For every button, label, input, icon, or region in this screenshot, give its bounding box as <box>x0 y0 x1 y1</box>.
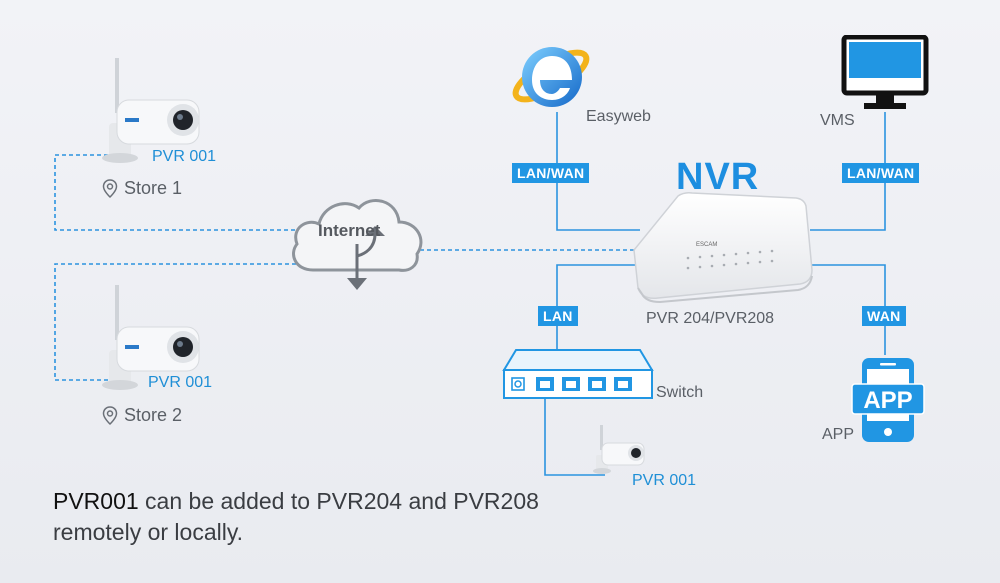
nvr-model-label: PVR 204/PVR208 <box>646 310 775 327</box>
footer-line-2: remotely or locally. <box>53 519 244 545</box>
vms-label: VMS <box>820 112 855 129</box>
switch-label: Switch <box>656 384 704 401</box>
location-pin-icon <box>102 178 118 198</box>
app-icon-text: APP <box>863 387 912 414</box>
internet-label: Internet <box>318 221 381 240</box>
app-link-tag: WAN <box>862 306 906 326</box>
camera-3 <box>593 425 645 474</box>
nvr-device: ESCAM <box>633 192 813 304</box>
camera-1-label: PVR 001 <box>152 148 217 165</box>
location-pin-icon <box>102 405 118 425</box>
camera-2-label: PVR 001 <box>148 374 213 391</box>
cloud-icon <box>292 199 423 290</box>
switch-camera-link <box>544 388 605 476</box>
browser-label: Easyweb <box>586 108 651 125</box>
camera-3-label: PVR 001 <box>632 472 697 489</box>
app-phone-icon: APP <box>851 358 925 442</box>
store-2-label: Store 2 <box>124 405 183 425</box>
vms-link-tag: LAN/WAN <box>842 163 920 183</box>
browser-icon <box>512 47 590 107</box>
footer-text: can be added to PVR204 and PVR208 <box>138 488 539 514</box>
monitor-icon <box>841 35 929 109</box>
store-2: Store 2 <box>102 405 182 426</box>
browser-link <box>556 112 640 231</box>
vms-link <box>810 112 886 231</box>
nvr-title: NVR <box>676 156 760 198</box>
camera-2 <box>102 285 200 390</box>
browser-link-tag: LAN/WAN <box>512 163 590 183</box>
app-label: APP <box>822 426 855 443</box>
footer-line-1: PVR001 can be added to PVR204 and PVR208 <box>53 486 539 517</box>
switch-icon <box>502 349 654 399</box>
footer-highlight: PVR001 <box>53 488 139 514</box>
switch-link-tag: LAN <box>538 306 578 326</box>
nvr-brand: ESCAM <box>696 242 717 248</box>
store-1-label: Store 1 <box>124 178 183 198</box>
footer-caption: PVR001 can be added to PVR204 and PVR208… <box>53 486 539 548</box>
store-1: Store 1 <box>102 178 182 199</box>
camera-1 <box>102 58 200 163</box>
